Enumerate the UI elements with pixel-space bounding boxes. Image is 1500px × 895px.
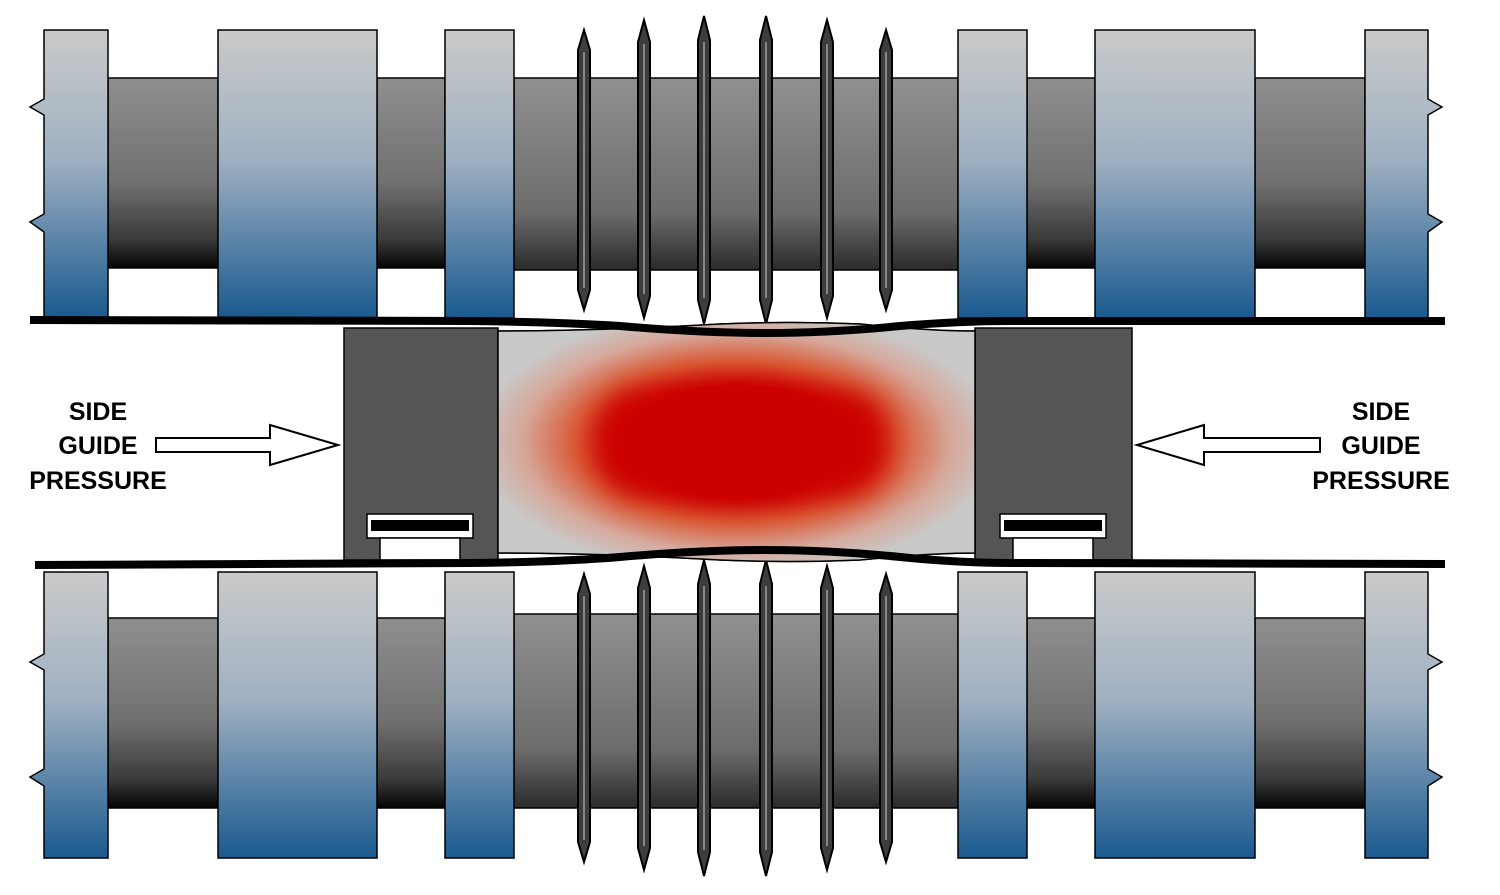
bottom-drum-1	[107, 617, 219, 809]
top-plate-end-right	[1364, 29, 1444, 319]
top-plate-wide-left	[217, 29, 378, 319]
bottom-drum-2	[376, 617, 446, 809]
left-label-line1: SIDE	[69, 398, 127, 426]
bottom-plate-narrow-right	[957, 571, 1028, 859]
side-guide-left-slot-bar	[371, 520, 469, 531]
bottom-contact-line	[34, 545, 1446, 569]
bottom-drum-3	[1026, 617, 1096, 809]
top-roll	[28, 15, 1444, 325]
side-guide-right-slot-bar	[1004, 520, 1102, 531]
top-drum-4	[1254, 77, 1366, 269]
top-plate-end-left	[28, 29, 109, 319]
top-plate-narrow-right	[957, 29, 1028, 319]
top-plate-narrow-left	[444, 29, 515, 319]
right-side-guide-pressure-label: SIDE GUIDE PRESSURE	[1312, 398, 1450, 495]
side-guide-left-foot	[379, 537, 461, 561]
left-label-line2: GUIDE	[58, 432, 137, 460]
top-plate-wide-right	[1094, 29, 1256, 319]
top-drum-1	[107, 77, 219, 269]
bottom-roll	[28, 559, 1444, 877]
side-guide-right-foot	[1012, 537, 1094, 561]
bottom-drum-4	[1254, 617, 1366, 809]
hot-slab-core	[598, 392, 886, 494]
right-label-line1: SIDE	[1352, 398, 1410, 426]
side-guide-left	[343, 327, 499, 561]
bottom-plate-end-right	[1364, 571, 1444, 859]
bottom-plate-wide-left	[217, 571, 378, 859]
bottom-plate-wide-right	[1094, 571, 1256, 859]
right-label-line3: PRESSURE	[1312, 467, 1450, 495]
top-drum-2	[376, 77, 446, 269]
top-drum-3	[1026, 77, 1096, 269]
left-side-guide-pressure-label: SIDE GUIDE PRESSURE	[29, 398, 167, 495]
hot-slab	[497, 321, 976, 563]
left-label-line3: PRESSURE	[29, 467, 167, 495]
bottom-plate-narrow-left	[444, 571, 515, 859]
left-pressure-arrow	[155, 423, 342, 467]
side-guide-right	[974, 327, 1133, 561]
bottom-plate-end-left	[28, 571, 109, 859]
top-contact-line	[29, 316, 1445, 338]
right-pressure-arrow	[1133, 423, 1321, 467]
right-label-line2: GUIDE	[1341, 432, 1420, 460]
